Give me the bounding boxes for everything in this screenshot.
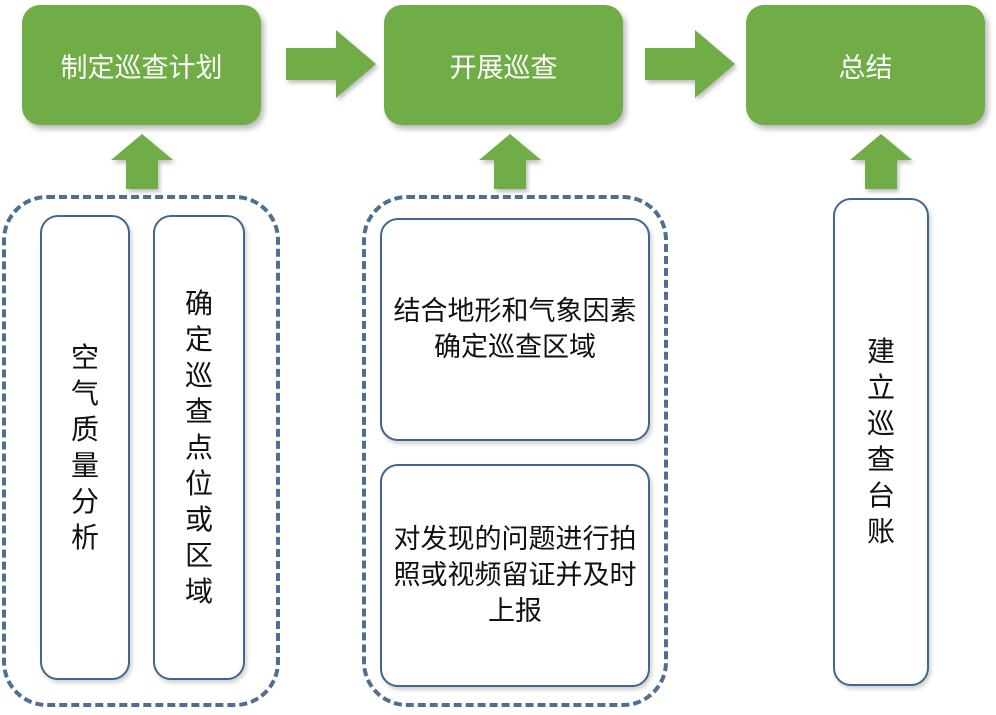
plan-details-group [2, 195, 280, 707]
step-plan: 制定巡查计划 [22, 5, 261, 125]
step-execute: 开展巡查 [384, 5, 623, 125]
execute-detail-label: 对发现的问题进行拍照或视频留证并及时上报 [393, 523, 637, 627]
up-arrow-icon [111, 134, 173, 189]
step-plan-label: 制定巡查计划 [60, 52, 223, 84]
right-arrow-icon [286, 30, 376, 98]
execute-detail-label: 结合地形和气象因素确定巡查区域 [393, 295, 637, 363]
step-summary-label: 总结 [838, 52, 893, 84]
right-arrow-icon [645, 30, 735, 98]
step-summary: 总结 [746, 5, 985, 125]
execute-details-group [362, 195, 668, 707]
summary-detail-label: 建立巡查台账 [867, 335, 896, 548]
plan-detail-label: 空气质量分析 [71, 340, 100, 554]
step-execute-label: 开展巡查 [449, 52, 558, 84]
summary-detail-ledger: 建立巡查台账 [833, 198, 929, 686]
up-arrow-icon [479, 134, 541, 189]
execute-detail-report: 对发现的问题进行拍照或视频留证并及时上报 [380, 464, 650, 687]
plan-detail-points: 确定巡查点位或区域 [153, 215, 245, 680]
plan-detail-label: 确定巡查点位或区域 [185, 286, 214, 608]
up-arrow-icon [850, 134, 912, 189]
execute-detail-area: 结合地形和气象因素确定巡查区域 [380, 218, 650, 441]
plan-detail-air-quality: 空气质量分析 [40, 215, 130, 680]
